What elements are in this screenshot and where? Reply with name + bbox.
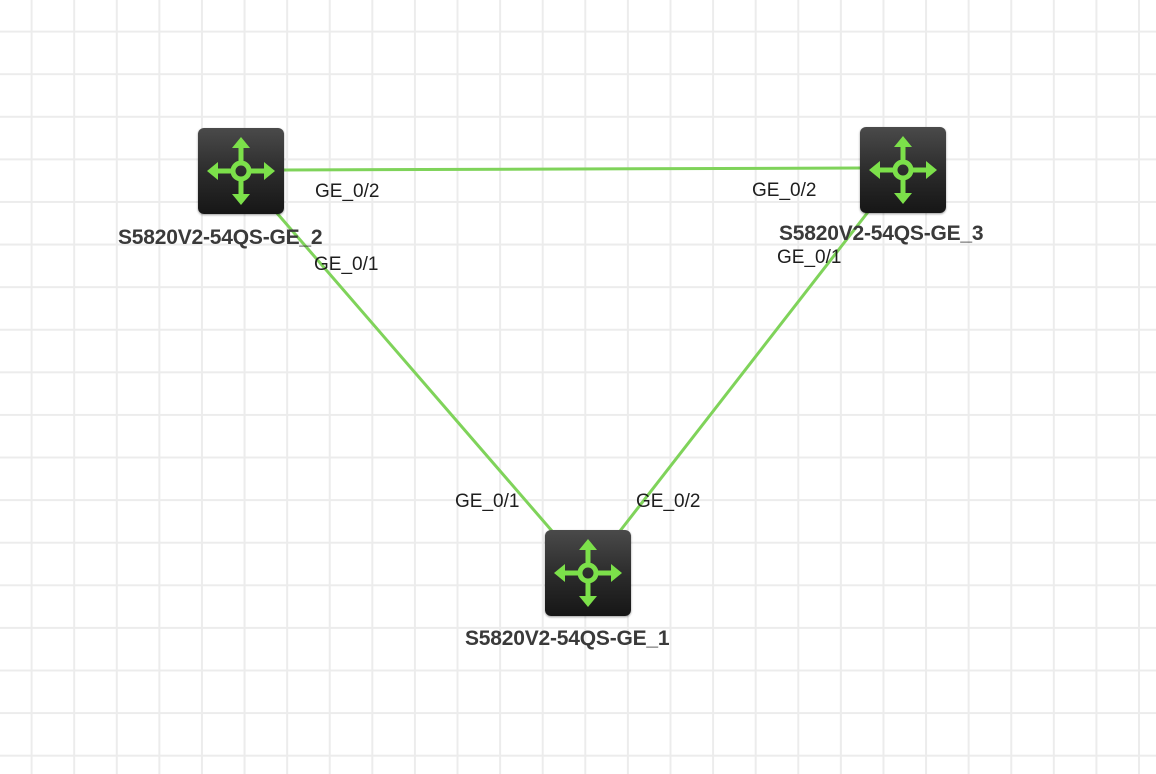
device-sw1[interactable] (545, 530, 631, 616)
port-label-sw1-ge02: GE_0/2 (636, 491, 701, 512)
device-label-sw1: S5820V2-54QS-GE_1 (465, 627, 670, 650)
device-sw2[interactable] (198, 128, 284, 214)
device-label-sw2: S5820V2-54QS-GE_2 (118, 226, 323, 249)
link-sw2-sw3[interactable] (282, 166, 863, 172)
port-label-sw2-ge02: GE_0/2 (315, 181, 380, 202)
device-sw3[interactable] (860, 127, 946, 213)
link-sw3-sw1[interactable] (618, 211, 870, 532)
router-switch-icon (554, 539, 622, 607)
router-switch-icon (869, 136, 937, 204)
device-label-sw3: S5820V2-54QS-GE_3 (779, 222, 984, 245)
link-sw2-sw1[interactable] (274, 211, 554, 532)
router-switch-icon (207, 137, 275, 205)
port-label-sw3-ge02: GE_0/2 (752, 180, 817, 201)
port-label-sw2-ge01: GE_0/1 (314, 254, 379, 275)
port-label-sw3-ge01: GE_0/1 (777, 247, 842, 268)
port-label-sw1-ge01: GE_0/1 (455, 491, 520, 512)
